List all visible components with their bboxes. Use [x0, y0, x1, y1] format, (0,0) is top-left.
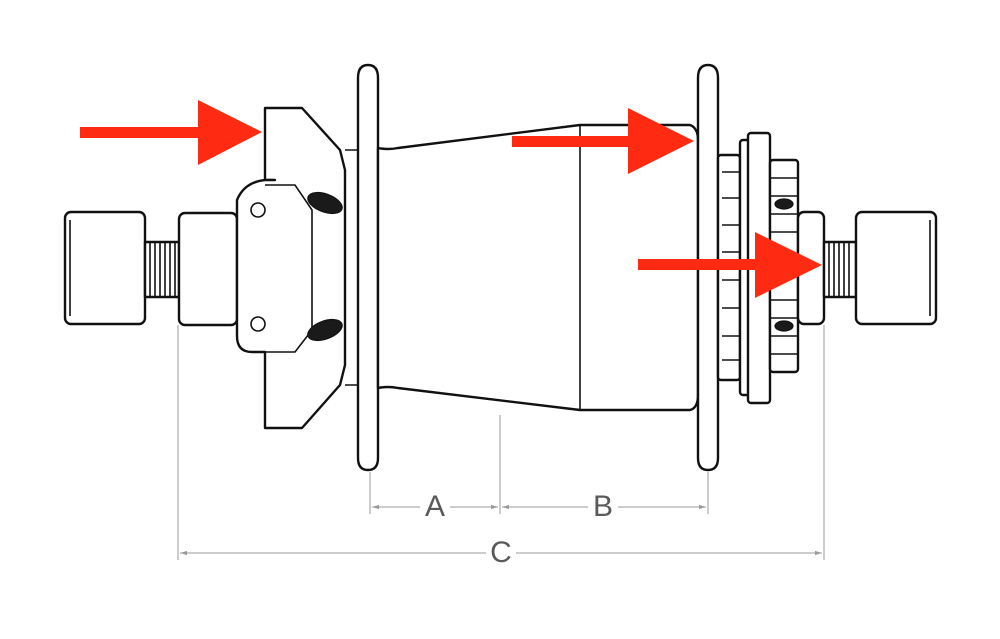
arrow-freehub [638, 232, 822, 298]
disc-rotor-mount [235, 106, 347, 430]
dimension-b-label: B [593, 490, 613, 523]
left-spacer [177, 211, 239, 327]
right-axle-thread [822, 240, 858, 299]
dimension-a-label: A [425, 490, 445, 523]
arrow-right-flange [512, 108, 694, 174]
left-axle-thread [143, 240, 181, 299]
arrow-rotor-mount [80, 100, 262, 165]
dimension-c: C [180, 531, 822, 569]
dimension-c-label: C [490, 536, 512, 569]
dimension-extension-lines [177, 325, 825, 560]
right-end-cap [854, 210, 938, 326]
left-end-cap [63, 210, 147, 326]
dimension-b: B [502, 485, 706, 523]
dimension-a: A [372, 485, 498, 523]
left-flange [345, 63, 380, 472]
